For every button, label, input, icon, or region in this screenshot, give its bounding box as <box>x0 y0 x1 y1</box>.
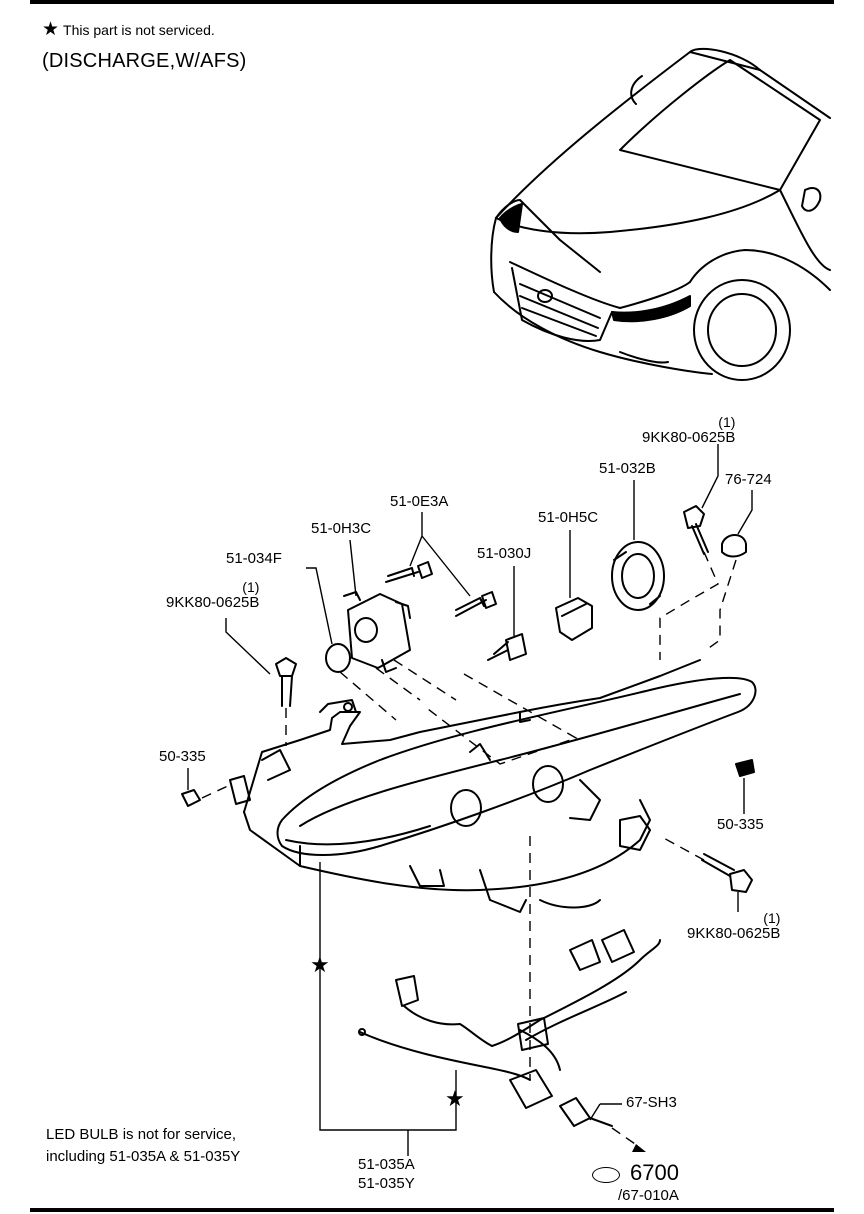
footnote-line1: LED BULB is not for service, <box>46 1126 237 1143</box>
qty-bolt-top-right: (1) <box>718 414 736 430</box>
label-harness[interactable]: 67-SH3 <box>626 1094 677 1111</box>
service-footnote: LED BULB is not for service, including 5… <box>46 1124 240 1168</box>
label-socket[interactable]: 51-0H5C <box>538 509 599 526</box>
footnote-line2: including 51-035A & 51-035Y <box>46 1148 241 1165</box>
wiring-harness <box>358 929 661 1127</box>
mounting-screws <box>385 561 497 617</box>
reference-arrow-icon <box>592 1167 620 1183</box>
star-icon: ★ <box>310 952 330 977</box>
qty-bolt-bottom-right: (1) <box>763 910 781 926</box>
socket <box>555 597 593 641</box>
ref-group-number[interactable]: 6700 <box>630 1160 679 1185</box>
star-icon: ★ <box>42 19 60 40</box>
cover-cap <box>611 541 665 611</box>
qty-bolt-left: (1) <box>242 579 260 595</box>
label-cover[interactable]: 51-032B <box>599 460 656 477</box>
label-nut-left[interactable]: 50-335 <box>159 748 206 765</box>
label-screws[interactable]: 51-0E3A <box>390 493 449 510</box>
label-ballast[interactable]: 51-0H3C <box>311 520 372 537</box>
legend-text: This part is not serviced. <box>63 22 215 38</box>
bottom-rule <box>30 1208 834 1212</box>
clip-76-724 <box>721 534 747 558</box>
nut-right <box>735 759 755 777</box>
code-bolt-top-right: 9KK80-0625B <box>642 429 736 446</box>
bolt-left <box>275 657 297 707</box>
label-seal-ring[interactable]: 51-034F <box>226 550 282 567</box>
legend-note: ★This part is not serviced. <box>42 18 215 41</box>
headlamp-housing <box>229 659 757 913</box>
seal-ring <box>325 643 351 673</box>
label-bolt-bottom-right[interactable]: (1) 9KK80-0625B <box>687 910 780 942</box>
label-nut-right[interactable]: 50-335 <box>717 816 764 833</box>
bulb <box>487 633 527 661</box>
bolt-bottom-right <box>701 853 753 893</box>
bolt-top-right <box>683 505 709 555</box>
top-rule <box>30 0 834 4</box>
nut-left <box>181 789 201 807</box>
label-assembly-line2[interactable]: 51-035Y <box>358 1175 415 1192</box>
ballast-module <box>343 591 411 673</box>
label-bolt-left[interactable]: (1) 9KK80-0625B <box>166 579 259 611</box>
label-bulb[interactable]: 51-030J <box>477 545 532 562</box>
label-assembly-line1[interactable]: 51-035A <box>358 1156 415 1173</box>
ref-sub-number[interactable]: /67-010A <box>618 1187 679 1204</box>
code-bolt-bottom-right: 9KK80-0625B <box>687 925 781 942</box>
code-bolt-left: 9KK80-0625B <box>166 594 260 611</box>
vehicle-illustration <box>490 47 831 381</box>
star-icon: ★ <box>445 1086 465 1111</box>
label-clip[interactable]: 76-724 <box>725 471 772 488</box>
label-bolt-top-right[interactable]: (1) 9KK80-0625B <box>642 414 735 446</box>
variant-heading: (DISCHARGE,W/AFS) <box>42 50 247 72</box>
